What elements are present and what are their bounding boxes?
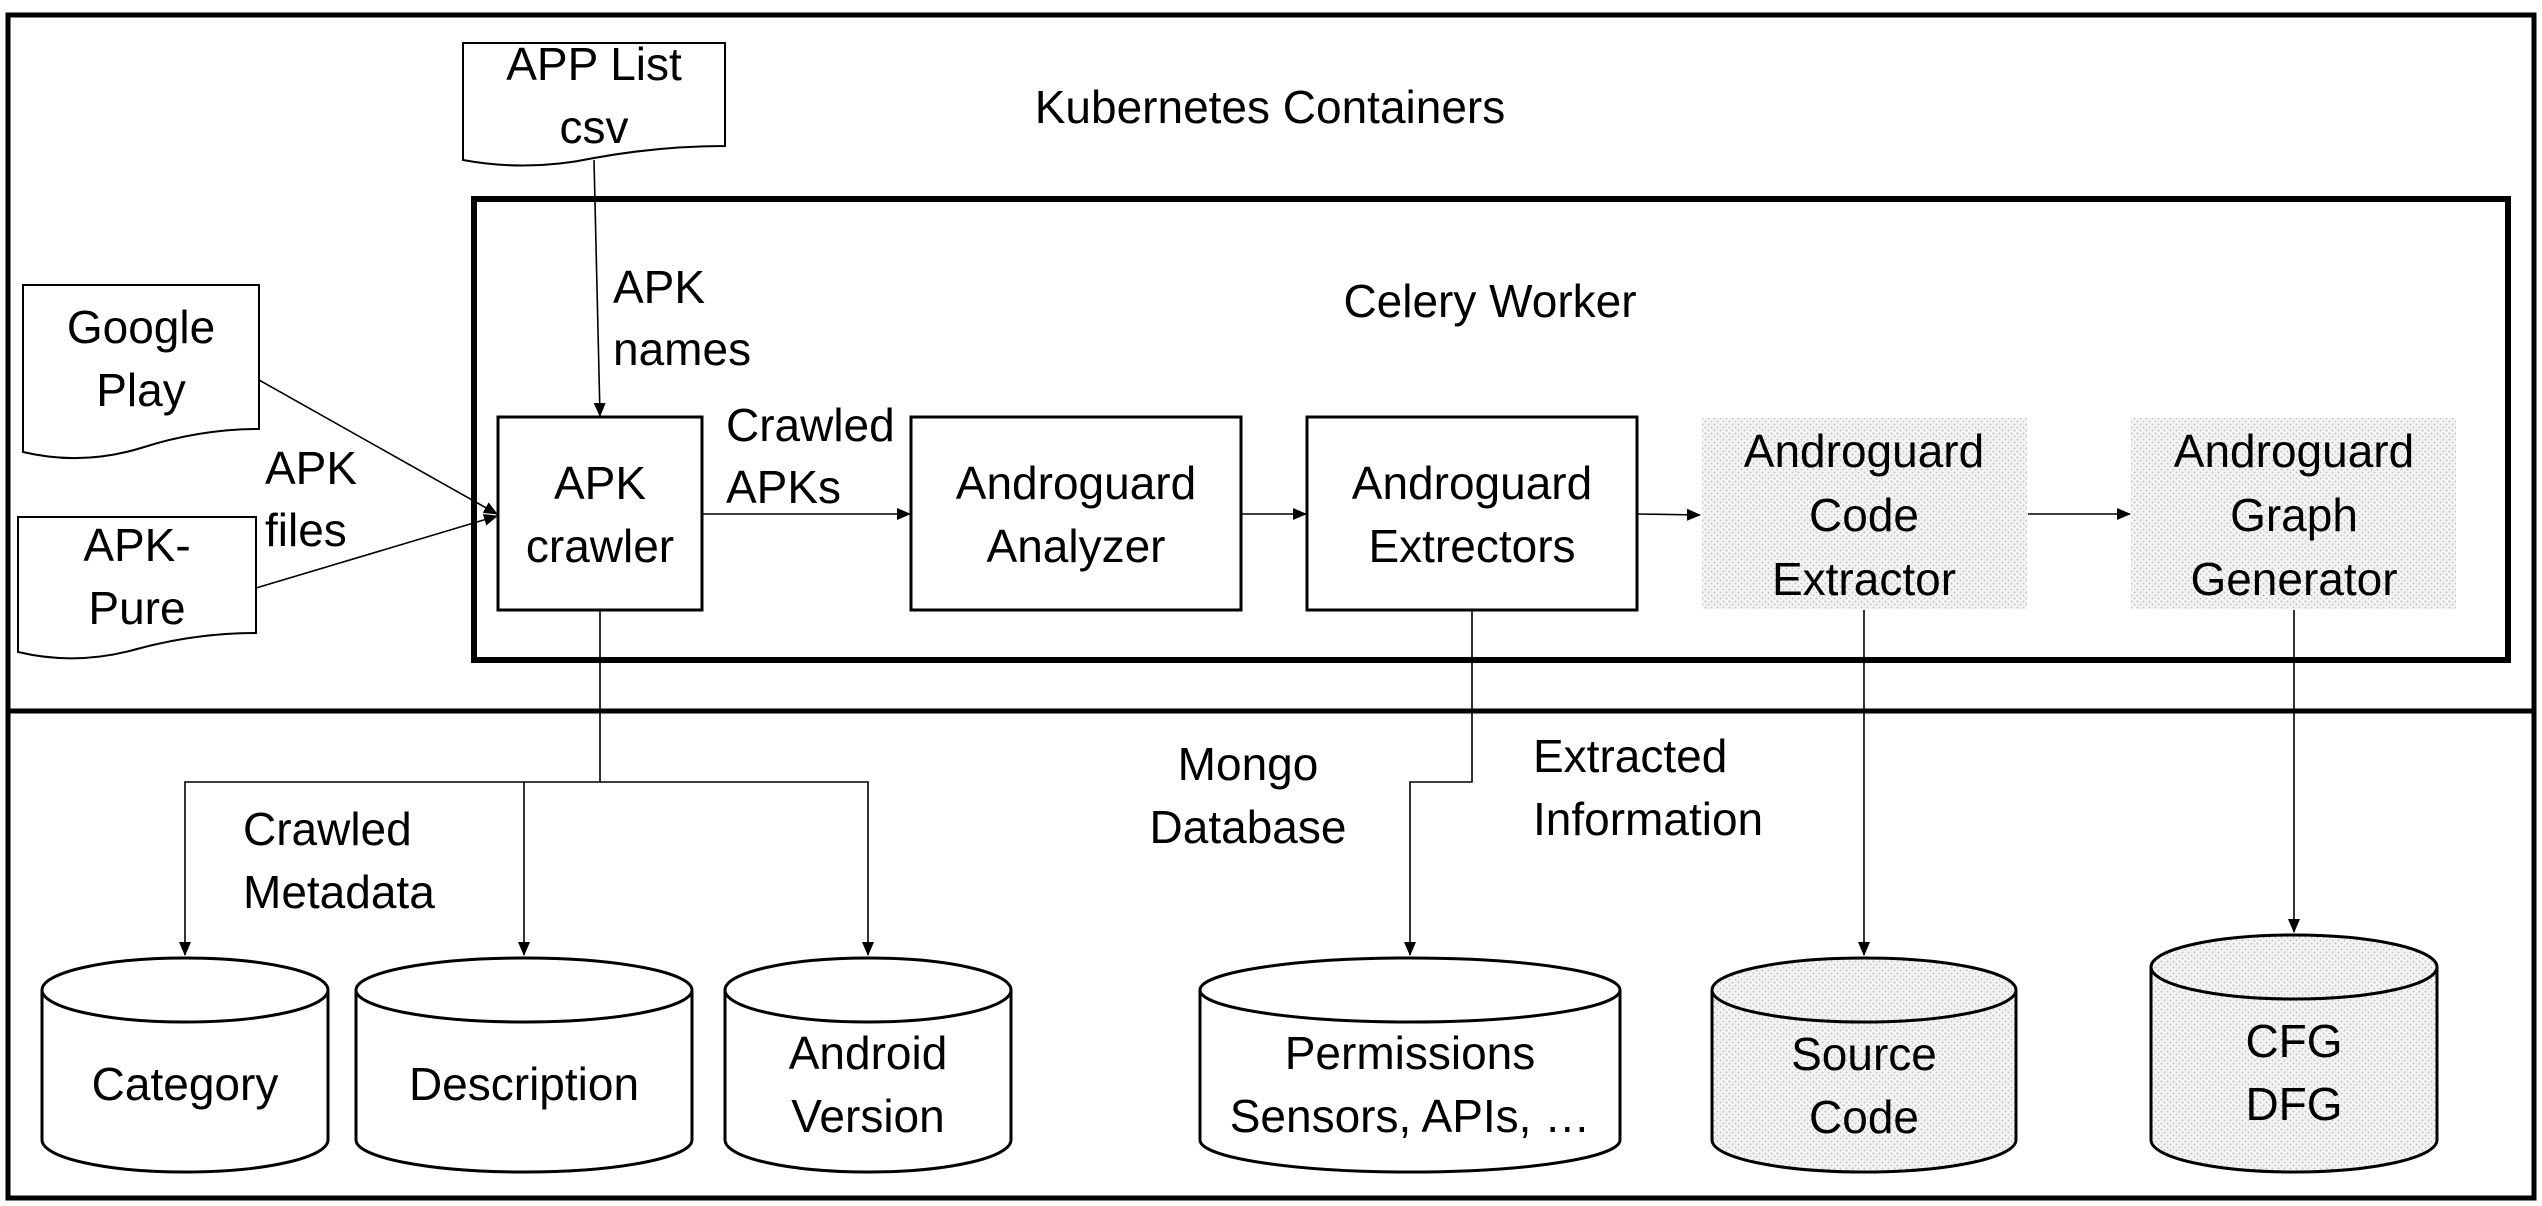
process-androguard-analyzer: Androguard Analyzer [909, 415, 1243, 612]
svg-text:Generator: Generator [2190, 553, 2397, 605]
kubernetes-title: Kubernetes Containers [1035, 81, 1506, 133]
svg-text:Extractor: Extractor [1772, 553, 1956, 605]
svg-text:files: files [265, 504, 347, 556]
database-permissions: Permissions Sensors, APIs, … [1198, 956, 1622, 1174]
edge-label-crawled-apks: Crawled APKs [726, 399, 895, 513]
svg-text:csv: csv [560, 101, 629, 153]
svg-text:Androguard: Androguard [1744, 425, 1984, 477]
svg-text:crawler: crawler [526, 520, 674, 572]
edge-googleplay-to-crawler [258, 379, 498, 515]
svg-text:Code: Code [1809, 489, 1919, 541]
svg-text:Crawled: Crawled [243, 803, 412, 855]
edge-label-extracted-information: Extracted Information [1533, 730, 1763, 845]
svg-text:Extracted: Extracted [1533, 730, 1727, 782]
process-androguard-graph-generator: Androguard Graph Generator [2131, 418, 2456, 609]
svg-text:DFG: DFG [2245, 1078, 2342, 1130]
database-source-code: Source Code [1710, 956, 2018, 1174]
svg-text:Graph: Graph [2230, 489, 2358, 541]
svg-text:APK: APK [554, 457, 646, 509]
svg-text:Permissions: Permissions [1285, 1027, 1536, 1079]
svg-text:Androguard: Androguard [956, 457, 1196, 509]
svg-text:Information: Information [1533, 793, 1763, 845]
edge-applist-to-crawler [593, 159, 606, 417]
svg-text:CFG: CFG [2245, 1015, 2342, 1067]
process-apk-crawler: APK crawler [496, 415, 704, 612]
database-category: Category [40, 956, 330, 1174]
svg-text:Google: Google [67, 301, 215, 353]
edge-crawler-to-android-version [600, 781, 874, 956]
svg-text:Extrectors: Extrectors [1368, 520, 1575, 572]
svg-text:Analyzer: Analyzer [987, 520, 1166, 572]
database-cfg-dfg: CFG DFG [2149, 933, 2439, 1174]
svg-text:Metadata: Metadata [243, 866, 435, 918]
svg-text:APKs: APKs [726, 461, 841, 513]
svg-text:APK: APK [613, 261, 705, 313]
mongo-title-line1: Mongo [1178, 738, 1319, 790]
edge-extractors-to-permissions [1404, 610, 1473, 956]
svg-text:Sensors, APIs, …: Sensors, APIs, … [1230, 1090, 1590, 1142]
celery-title: Celery Worker [1343, 275, 1636, 327]
edge-label-apk-files: APK files [265, 442, 357, 556]
edge-label-crawled-metadata: Crawled Metadata [243, 803, 435, 918]
svg-text:Category: Category [92, 1058, 279, 1110]
mongo-title-line2: Database [1150, 801, 1347, 853]
document-app-list: APP List csv [462, 38, 726, 167]
svg-text:Version: Version [791, 1090, 944, 1142]
edge-crawler-to-category [179, 610, 601, 956]
connectors [179, 159, 2300, 956]
svg-text:Android: Android [789, 1027, 948, 1079]
document-apk-pure: APK- Pure [17, 516, 257, 660]
svg-text:Play: Play [96, 364, 185, 416]
svg-text:APK: APK [265, 442, 357, 494]
svg-text:Androguard: Androguard [2174, 425, 2414, 477]
svg-text:Crawled: Crawled [726, 399, 895, 451]
edge-apkpure-to-crawler [255, 513, 498, 589]
database-android-version: Android Version [723, 956, 1013, 1174]
outer-frame [5, 12, 2537, 1201]
svg-text:Source: Source [1791, 1028, 1937, 1080]
edge-label-apk-names: APK names [613, 261, 751, 375]
svg-text:APP List: APP List [506, 38, 682, 90]
svg-text:APK-: APK- [83, 519, 190, 571]
process-androguard-extractors: Androguard Extrectors [1305, 415, 1639, 612]
document-google-play: Google Play [22, 284, 260, 460]
edge-extractors-to-code-extractor [1636, 508, 1701, 521]
svg-text:names: names [613, 323, 751, 375]
process-androguard-code-extractor: Androguard Code Extractor [1702, 418, 2027, 609]
svg-text:Pure: Pure [88, 582, 185, 634]
celery-worker-frame [471, 196, 2511, 663]
svg-text:Description: Description [409, 1058, 639, 1110]
svg-text:Androguard: Androguard [1352, 457, 1592, 509]
svg-text:Code: Code [1809, 1091, 1919, 1143]
database-description: Description [354, 956, 694, 1174]
